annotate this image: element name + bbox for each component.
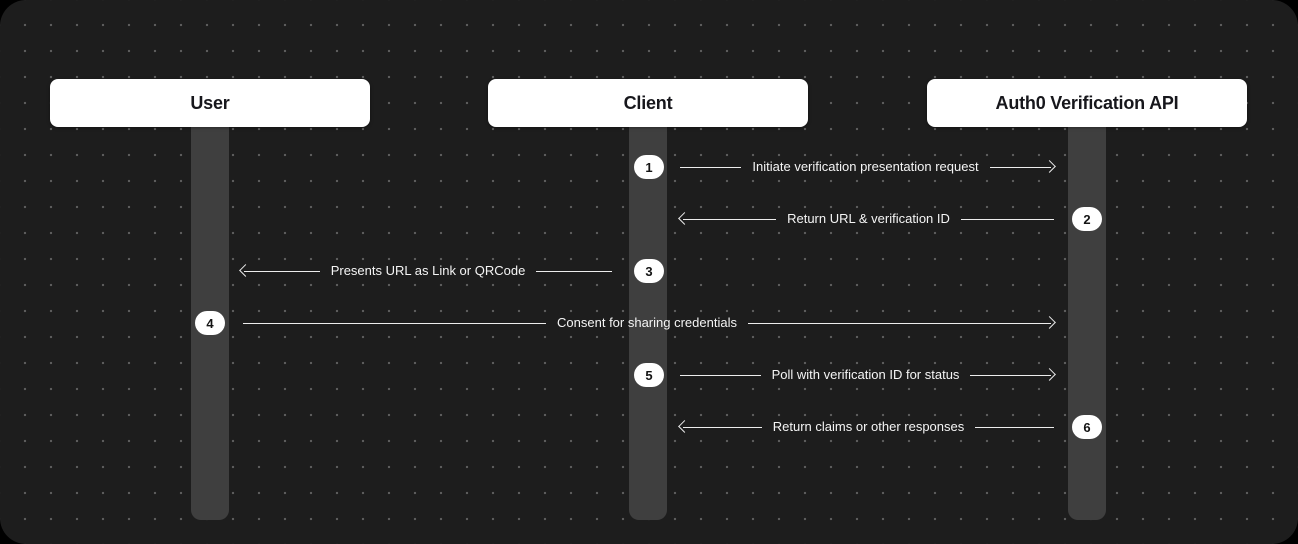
- participant-label-auth0: Auth0 Verification API: [995, 92, 1179, 113]
- message-row-6: Return claims or other responses: [678, 415, 1055, 439]
- message-line: [683, 218, 777, 220]
- message-line: [243, 322, 547, 324]
- message-line: [975, 426, 1055, 428]
- message-row-3: Presents URL as Link or QRCode: [239, 259, 613, 283]
- message-row-2: Return URL & verification ID: [678, 207, 1054, 231]
- arrowhead-left-icon: [678, 212, 691, 225]
- step-badge-3: 3: [634, 259, 664, 283]
- message-line: [683, 426, 762, 428]
- step-badge-2: 2: [1072, 207, 1102, 231]
- message-line: [960, 218, 1054, 220]
- message-line: [536, 270, 613, 272]
- arrowhead-left-icon: [239, 264, 252, 277]
- step-badge-5: 5: [634, 363, 664, 387]
- participant-label-client: Client: [623, 92, 673, 113]
- arrowhead-left-icon: [678, 420, 691, 433]
- message-line: [747, 322, 1051, 324]
- lifeline-client: [629, 126, 667, 520]
- participant-box-client: Client: [488, 79, 808, 127]
- message-row-4: Consent for sharing credentials: [243, 311, 1056, 335]
- message-line: [989, 166, 1051, 168]
- message-line: [680, 374, 761, 376]
- participant-label-user: User: [190, 92, 230, 113]
- message-row-5: Poll with verification ID for status: [680, 363, 1056, 387]
- arrowhead-right-icon: [1043, 160, 1056, 173]
- arrowhead-right-icon: [1043, 368, 1056, 381]
- participant-box-auth0: Auth0 Verification API: [927, 79, 1247, 127]
- message-label: Initiate verification presentation reque…: [752, 159, 979, 174]
- lifeline-auth0: [1068, 126, 1106, 520]
- step-badge-6: 6: [1072, 415, 1102, 439]
- arrowhead-right-icon: [1043, 316, 1056, 329]
- message-label: Return URL & verification ID: [787, 211, 950, 226]
- message-row-1: Initiate verification presentation reque…: [680, 155, 1056, 179]
- message-label: Consent for sharing credentials: [557, 315, 737, 330]
- message-label: Presents URL as Link or QRCode: [330, 263, 526, 278]
- message-line: [970, 374, 1052, 376]
- step-badge-4: 4: [195, 311, 225, 335]
- message-line: [244, 270, 320, 272]
- message-label: Poll with verification ID for status: [771, 367, 960, 382]
- message-line: [680, 166, 742, 168]
- message-label: Return claims or other responses: [772, 419, 965, 434]
- participant-box-user: User: [50, 79, 370, 127]
- step-badge-1: 1: [634, 155, 664, 179]
